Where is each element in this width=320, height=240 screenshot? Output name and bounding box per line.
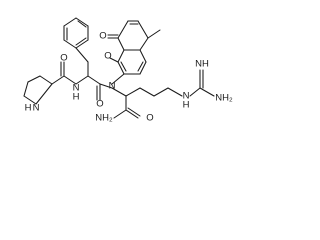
central-nitrogen: N — [109, 81, 116, 92]
proline-nitrogen: N — [33, 103, 40, 114]
atom-labels: O O N O O N H N H O NH₂ N H NH NH₂ — [25, 31, 233, 124]
amide-hydrogen: H — [73, 92, 80, 103]
coumarin-ring-oxygen: O — [104, 51, 111, 62]
coumarin-carbonyl-oxygen: O — [99, 31, 106, 42]
pro-carbonyl-oxygen: O — [60, 53, 67, 64]
proline-hydrogen: H — [25, 103, 32, 114]
bonds — [23, 17, 215, 119]
arg-side-hydrogen: H — [183, 100, 190, 111]
guanidine-nh2: NH₂ — [215, 93, 233, 104]
chemical-structure: O O N O O N H N H O NH₂ N H NH NH₂ — [23, 17, 233, 124]
guanidine-imine-nh: NH — [195, 59, 209, 70]
amide-nitrogen: N — [73, 83, 80, 94]
arg-amide-oxygen: O — [146, 113, 153, 124]
arg-amide-nh2: NH₂ — [95, 113, 113, 124]
phe-carbonyl-oxygen: O — [96, 99, 103, 110]
arg-side-nitrogen: N — [183, 91, 190, 102]
